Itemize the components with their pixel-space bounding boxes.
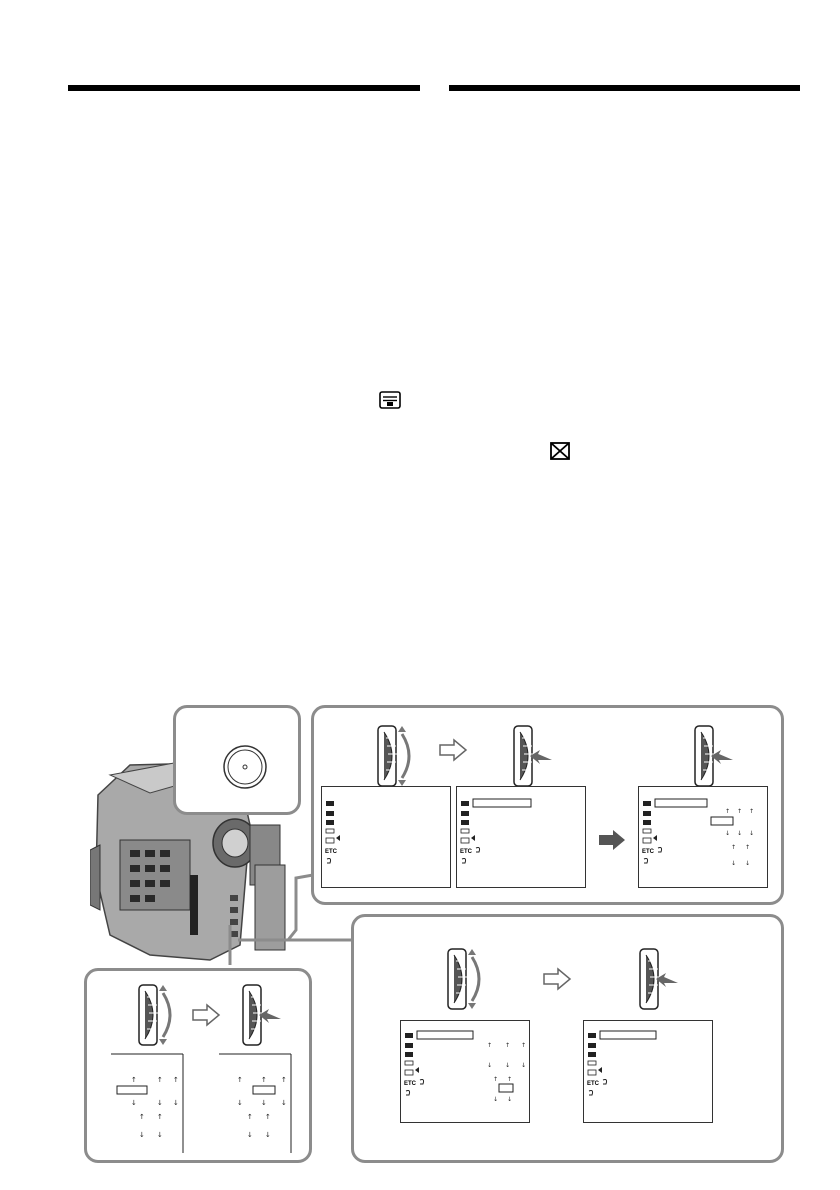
menu-screen: ETC <box>321 786 451 888</box>
etc-label: ETC <box>325 849 338 855</box>
etc-label: ETC <box>460 849 473 855</box>
svg-text:↓: ↓ <box>749 830 754 837</box>
connector-lines <box>188 870 358 970</box>
etc-label: ETC <box>404 1081 417 1087</box>
svg-text:↓: ↓ <box>487 1062 492 1069</box>
svg-text:↑: ↑ <box>173 1076 179 1084</box>
button-callout-panel <box>173 705 301 815</box>
svg-text:↑: ↑ <box>281 1076 287 1084</box>
svg-text:↑: ↑ <box>749 808 754 815</box>
control-dial-icon[interactable] <box>237 983 283 1047</box>
svg-text:↑: ↑ <box>737 808 742 815</box>
svg-text:↑: ↑ <box>731 844 736 851</box>
svg-text:↑: ↑ <box>505 1042 510 1049</box>
menu-steps-panel-left: ↑ ↑ ↑ ↓ ↓ ↓ ↑ ↑ ↓ ↓ ↑ ↑ ↑ ↓ ↓ ↓ ↑ ↑ ↓ ↓ <box>84 968 312 1163</box>
camcorder-icon <box>90 755 300 970</box>
menu-screen: ETC ↑ ↑ ↑ ↓ ↓ ↓ ↑ ↑ ↓ ↓ <box>400 1020 530 1123</box>
svg-text:↓: ↓ <box>521 1062 526 1069</box>
svg-text:↓: ↓ <box>237 1099 243 1107</box>
menu-steps-panel-top: ETC ETC ETC <box>311 705 784 905</box>
svg-text:↑: ↑ <box>725 808 730 815</box>
svg-text:↑: ↑ <box>493 1076 498 1083</box>
svg-text:↓: ↓ <box>157 1099 163 1107</box>
menu-screen-partial: ↑ ↑ ↑ ↓ ↓ ↓ ↑ ↑ ↓ ↓ <box>219 1053 295 1153</box>
svg-text:↑: ↑ <box>261 1076 267 1084</box>
svg-text:↑: ↑ <box>265 1113 271 1121</box>
menu-screen: ETC <box>583 1020 713 1123</box>
control-dial-icon[interactable] <box>372 724 418 788</box>
control-dial-icon[interactable] <box>133 983 179 1047</box>
outline-arrow-right-icon <box>191 1003 221 1027</box>
control-dial-icon[interactable] <box>634 947 680 1011</box>
svg-text:↓: ↓ <box>507 1096 512 1103</box>
svg-text:↓: ↓ <box>737 830 742 837</box>
svg-text:↑: ↑ <box>247 1113 253 1121</box>
svg-text:↓: ↓ <box>745 860 750 867</box>
filled-arrow-right-icon <box>597 828 627 852</box>
outline-arrow-right-icon <box>438 738 468 762</box>
svg-text:↑: ↑ <box>507 1076 512 1083</box>
menu-screen-partial: ↑ ↑ ↑ ↓ ↓ ↓ ↑ ↑ ↓ ↓ <box>111 1053 187 1153</box>
menu-screen: ETC ↑ ↑ ↑ ↓ ↓ ↓ ↑ ↑ ↓ ↓ <box>638 786 768 888</box>
svg-text:↓: ↓ <box>157 1131 163 1139</box>
menu-icon <box>379 391 401 409</box>
control-dial-icon[interactable] <box>689 724 735 788</box>
etc-label: ETC <box>587 1081 600 1087</box>
svg-text:↓: ↓ <box>281 1099 287 1107</box>
svg-text:↓: ↓ <box>725 830 730 837</box>
svg-text:↑: ↑ <box>487 1042 492 1049</box>
svg-text:↓: ↓ <box>131 1099 137 1107</box>
svg-text:↑: ↑ <box>157 1113 163 1121</box>
left-section-rule <box>68 85 420 91</box>
svg-text:↓: ↓ <box>261 1099 267 1107</box>
svg-text:↑: ↑ <box>521 1042 526 1049</box>
control-dial-icon[interactable] <box>442 947 488 1011</box>
menu-screen: ETC <box>456 786 586 888</box>
menu-steps-panel-bottom: ETC ↑ ↑ ↑ ↓ ↓ ↓ ↑ ↑ ↓ ↓ ETC <box>351 914 784 1163</box>
delete-box-icon <box>550 442 570 460</box>
svg-text:↑: ↑ <box>157 1076 163 1084</box>
svg-text:↓: ↓ <box>247 1131 253 1139</box>
svg-text:↑: ↑ <box>139 1113 145 1121</box>
etc-label: ETC <box>642 849 655 855</box>
control-dial-icon[interactable] <box>508 724 554 788</box>
svg-text:↓: ↓ <box>505 1062 510 1069</box>
svg-text:↓: ↓ <box>265 1131 271 1139</box>
round-button-icon <box>222 744 268 790</box>
svg-text:↓: ↓ <box>173 1099 179 1107</box>
svg-text:↑: ↑ <box>131 1076 137 1084</box>
outline-arrow-right-icon <box>542 967 572 991</box>
svg-text:↑: ↑ <box>237 1076 243 1084</box>
right-section-rule <box>449 85 800 91</box>
svg-text:↑: ↑ <box>745 844 750 851</box>
svg-text:↓: ↓ <box>493 1096 498 1103</box>
svg-text:↓: ↓ <box>731 860 736 867</box>
svg-text:↓: ↓ <box>139 1131 145 1139</box>
